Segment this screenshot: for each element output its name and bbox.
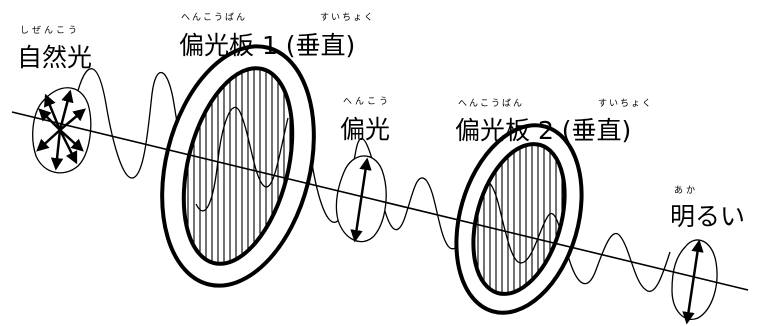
polarized-light-label: 偏光 xyxy=(340,115,390,144)
polarized-light-blob xyxy=(335,155,387,243)
natural-light-blob xyxy=(32,87,92,174)
polarizer-1-ruby-2: すいちょく xyxy=(320,12,375,23)
bright-ruby: あか xyxy=(674,185,698,196)
polarized-light-ruby: へんこう xyxy=(343,96,391,107)
output-light-blob xyxy=(671,239,718,325)
polarizer-1-ruby-1: へんこうばん xyxy=(181,12,247,23)
polarizer-1-label: 偏光板 1 (垂直) xyxy=(179,31,355,60)
bright-label: 明るい xyxy=(670,202,745,231)
light-wave-through-polarizer-2 xyxy=(473,179,571,264)
propagation-axis xyxy=(11,111,749,291)
polarizer-2-ruby-1: へんこうばん xyxy=(458,98,524,109)
polarizer-2-label: 偏光板 2 (垂直) xyxy=(455,116,631,145)
natural-light-label: 自然光 xyxy=(17,43,92,72)
natural-light-ruby: しぜんこう xyxy=(20,25,80,36)
polarizer-2-ruby-2: すいちょく xyxy=(598,98,653,109)
light-wave-through-polarizer-1 xyxy=(195,106,289,212)
